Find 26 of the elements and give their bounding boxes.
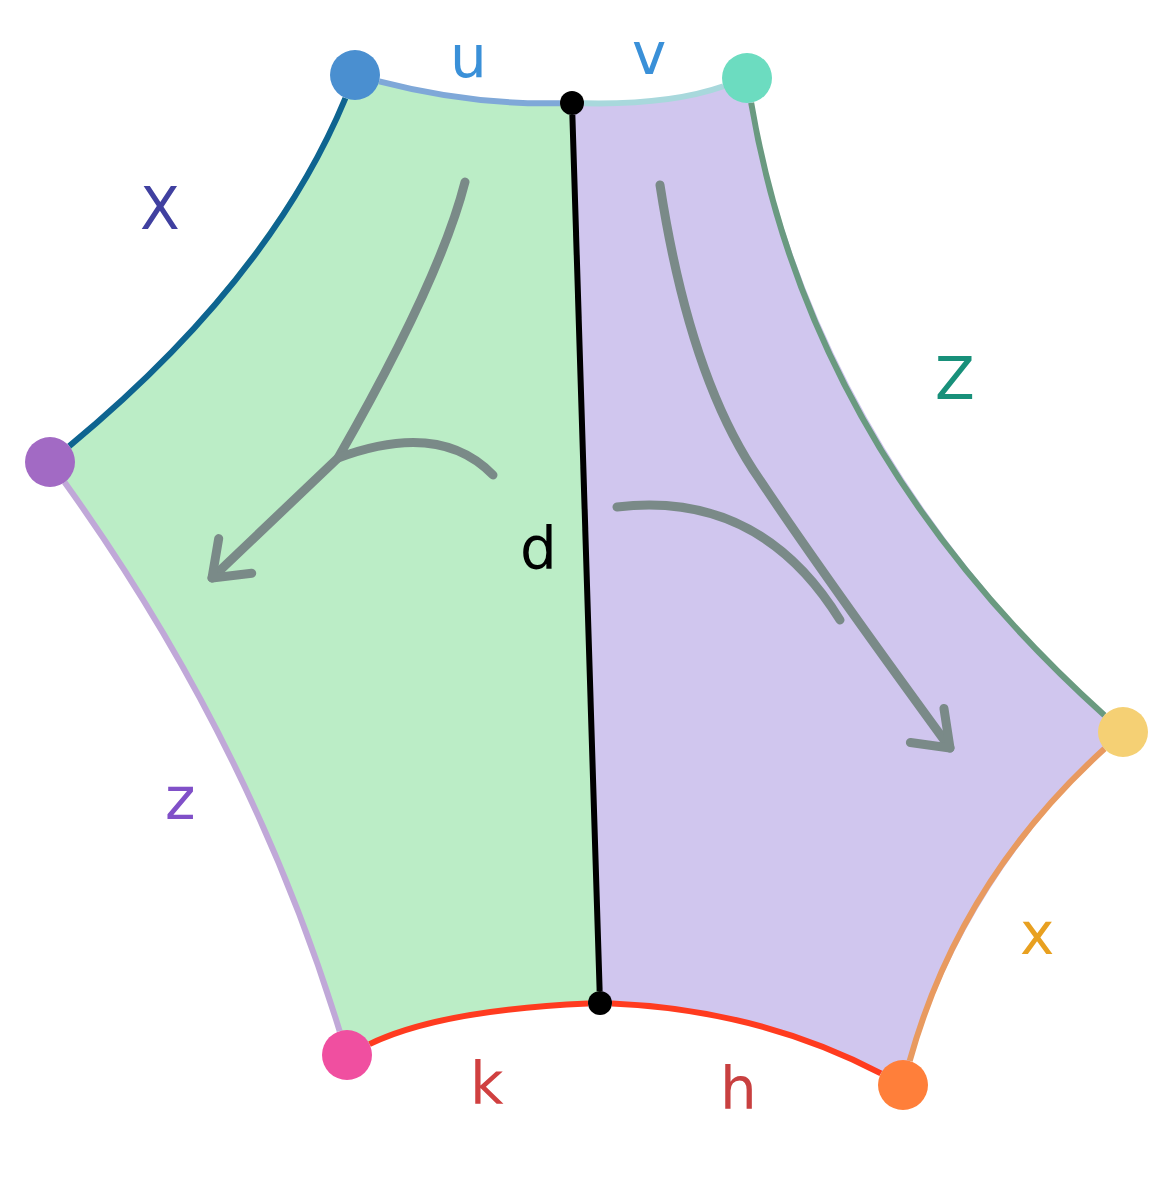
curved-edge [583,83,725,107]
vertex-dot [322,1030,372,1080]
vertex-dot [330,50,380,100]
edge-label: u [450,28,487,86]
curved-edge [378,78,561,107]
curved-edge [906,746,1107,1062]
curved-edge [748,102,1107,718]
curved-edge [569,114,603,992]
edge-label: d [520,520,557,578]
curved-edge [368,1000,589,1047]
edge-label: Z [935,350,975,408]
vertex-dot [560,91,584,115]
curved-edge [611,1000,883,1077]
vertex-dot [25,437,75,487]
edge-label: k [470,1055,504,1113]
vertex-dot [1098,707,1148,757]
edge-label: v [632,25,667,83]
edge-label: X [140,180,180,238]
vertex-dot [588,991,612,1015]
vertex-dot [722,53,772,103]
edge-label: z [165,770,196,828]
edge-label: h [720,1060,757,1118]
vertex-dot [878,1060,928,1110]
curved-edge [67,96,349,449]
curved-edge [62,480,343,1033]
edge-label: x [1020,905,1055,963]
